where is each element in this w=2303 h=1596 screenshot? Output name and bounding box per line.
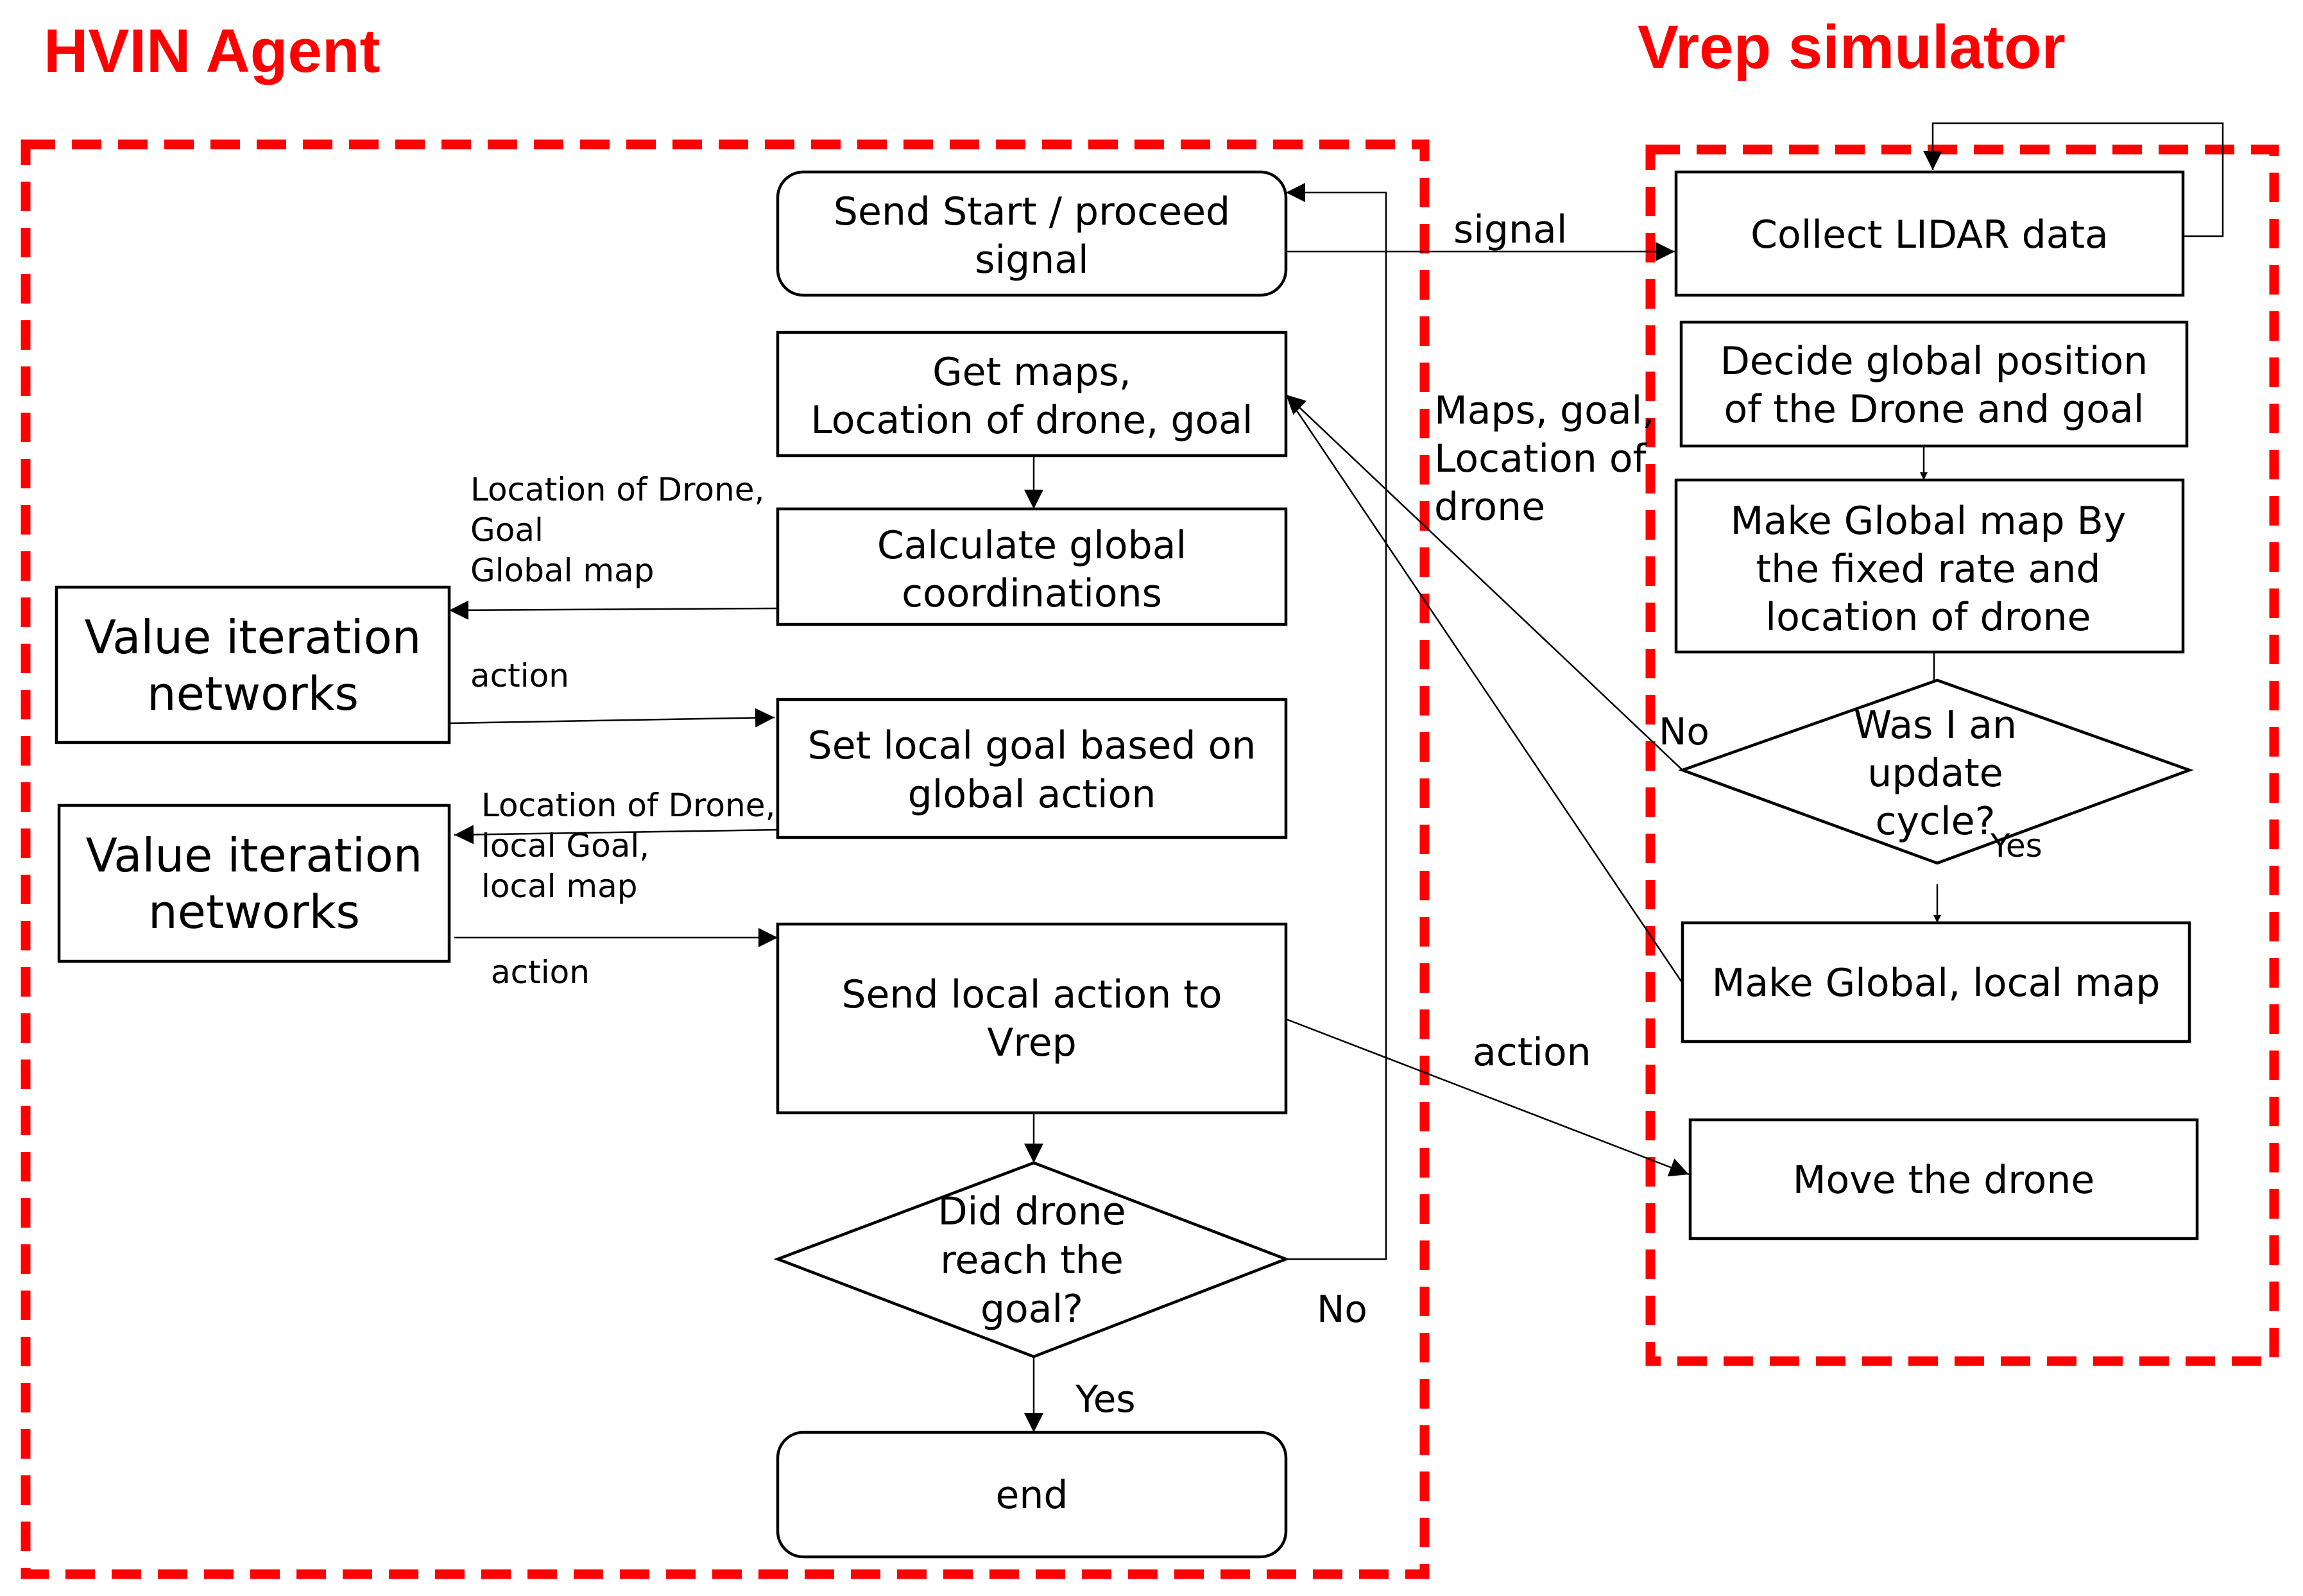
make-global-node: Make Global map By the fixed rate and lo… — [1674, 478, 2185, 654]
decision-node: Did drone reach the goal? — [773, 1161, 1290, 1359]
yes-agent-label: Yes — [1075, 1377, 1136, 1421]
decide-line1: Decide global position — [1720, 339, 2148, 384]
vin1-node: Value iteration networks — [55, 585, 451, 744]
action2-label: action — [491, 954, 590, 991]
maps-goal-line1: Maps, goal, — [1434, 388, 1654, 433]
start-label-line1: Send Start / proceed — [834, 189, 1230, 234]
action-to-move-arrow — [1285, 1018, 1690, 1177]
calc-line2: coordinations — [902, 571, 1162, 616]
loc1-line3: Global map — [470, 552, 654, 589]
setgoal-to-vin2-arrow — [454, 825, 778, 845]
collect-label: Collect LIDAR data — [1751, 212, 2109, 257]
simulator-boundary — [1645, 144, 2279, 1366]
vin1-line1: Value iteration — [85, 610, 422, 664]
get-maps-node: Get maps, Location of drone, goal — [776, 330, 1288, 458]
make-global-line1: Make Global map By — [1731, 499, 2127, 544]
action-right-label: action — [1473, 1030, 1591, 1075]
vin1-line2: networks — [147, 667, 359, 721]
set-goal-node: Set local goal based on global action — [776, 698, 1288, 839]
set-goal-line1: Set local goal based on — [808, 723, 1256, 768]
make-global-line3: location of drone — [1765, 595, 2091, 640]
decide-line2: of the Drone and goal — [1724, 387, 2145, 432]
make-global-line2: the fixed rate and — [1756, 547, 2101, 592]
vin2-node: Value iteration networks — [57, 803, 451, 963]
decision-line1: Did drone — [937, 1189, 1126, 1234]
signal-label: signal — [1453, 207, 1567, 252]
make-gl-local-node: Make Global, local map — [1681, 921, 2191, 1043]
calc-line1: Calculate global — [877, 523, 1186, 568]
decide-node: Decide global position of the Drone and … — [1679, 320, 2189, 448]
send-action-node: Send local action to Vrep — [776, 922, 1288, 1115]
yes-sim-label: Yes — [1990, 827, 2042, 864]
loc2-line2: local Goal, — [481, 827, 649, 864]
loc1-line2: Goal — [470, 511, 544, 549]
make-gl-local-label: Make Global, local map — [1712, 961, 2161, 1006]
start-node: Send Start / proceed signal — [776, 170, 1288, 297]
send-action-line1: Send local action to — [841, 972, 1222, 1017]
loc1-line1: Location of Drone, — [470, 471, 764, 508]
end-label: end — [995, 1473, 1068, 1518]
vin1-to-setgoal-arrow — [449, 708, 775, 728]
end-node: end — [776, 1430, 1288, 1559]
get-maps-line1: Get maps, — [932, 350, 1131, 395]
update-no-to-getmaps-arrow — [1285, 394, 1683, 771]
loc2-line1: Location of Drone, — [481, 787, 775, 824]
move-drone-label: Move the drone — [1793, 1158, 2095, 1203]
update-line2: update — [1867, 751, 2003, 796]
move-drone-node: Move the drone — [1688, 1118, 2199, 1240]
update-line3: cycle? — [1876, 799, 1996, 844]
update-decision-node: Was I an update cycle? — [1678, 678, 2194, 865]
update-line1: Was I an — [1854, 703, 2017, 748]
loc2-line3: local map — [481, 868, 637, 905]
loop-back-arrow — [1286, 183, 1387, 1260]
decision-line2: reach the — [940, 1238, 1124, 1283]
start-label-line2: signal — [975, 237, 1088, 282]
makegl-to-getmaps-line — [1285, 394, 1684, 984]
no-sim-label: No — [1659, 710, 1709, 753]
get-maps-line2: Location of drone, goal — [810, 398, 1253, 443]
set-goal-line2: global action — [908, 772, 1156, 817]
no-agent-label: No — [1317, 1287, 1367, 1331]
calc-to-vin1-arrow — [449, 600, 778, 620]
decision-line3: goal? — [980, 1287, 1083, 1332]
maps-goal-line3: drone — [1434, 485, 1545, 529]
simulator-title: Vrep simulator — [1638, 13, 2066, 82]
vin2-line2: networks — [148, 885, 360, 939]
vin2-line1: Value iteration — [86, 828, 423, 882]
maps-goal-line2: Location of — [1434, 436, 1648, 481]
agent-boundary — [21, 139, 1430, 1579]
send-action-line2: Vrep — [987, 1020, 1076, 1065]
agent-title: HVIN Agent — [44, 17, 380, 85]
collect-loop-arrow — [1923, 122, 2224, 237]
calc-node: Calculate global coordinations — [776, 507, 1288, 626]
collect-node: Collect LIDAR data — [1674, 170, 2185, 297]
action1-label: action — [470, 657, 569, 694]
